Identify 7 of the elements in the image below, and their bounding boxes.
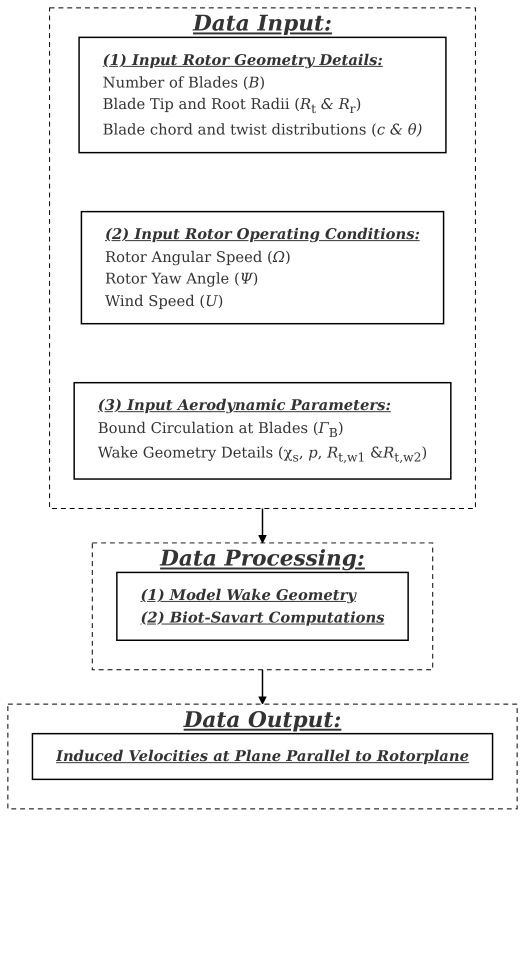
node-box: (1) Model Wake Geometry (2) Biot-Savart Computations — [116, 572, 409, 641]
node-box: (1) Input Rotor Geometry Details: Number of Blades (B) Blade Tip and Root Radii (R$_{t}$ & R$_{r}$) Blade chord and twist distributions (c & θ) — [78, 36, 447, 154]
arrow — [258, 670, 267, 705]
arrow — [258, 508, 267, 544]
node-box: (2) Input Rotor Operating Conditions: Rotor Angular Speed (Ω) Rotor Yaw Angle (Ψ) Wind Speed (U) — [80, 210, 444, 324]
node-box: (3) Input Aerodynamic Parameters: Bound Circulation at Blades (Γ$_{B}$) Wake Geometry Details (χ$_{s}$, p, R$_{t,w1}$ &R$_{t,w2}$) — [73, 382, 452, 480]
node-box: Induced Velocities at Plane Parallel to Rotorplane — [32, 732, 494, 780]
